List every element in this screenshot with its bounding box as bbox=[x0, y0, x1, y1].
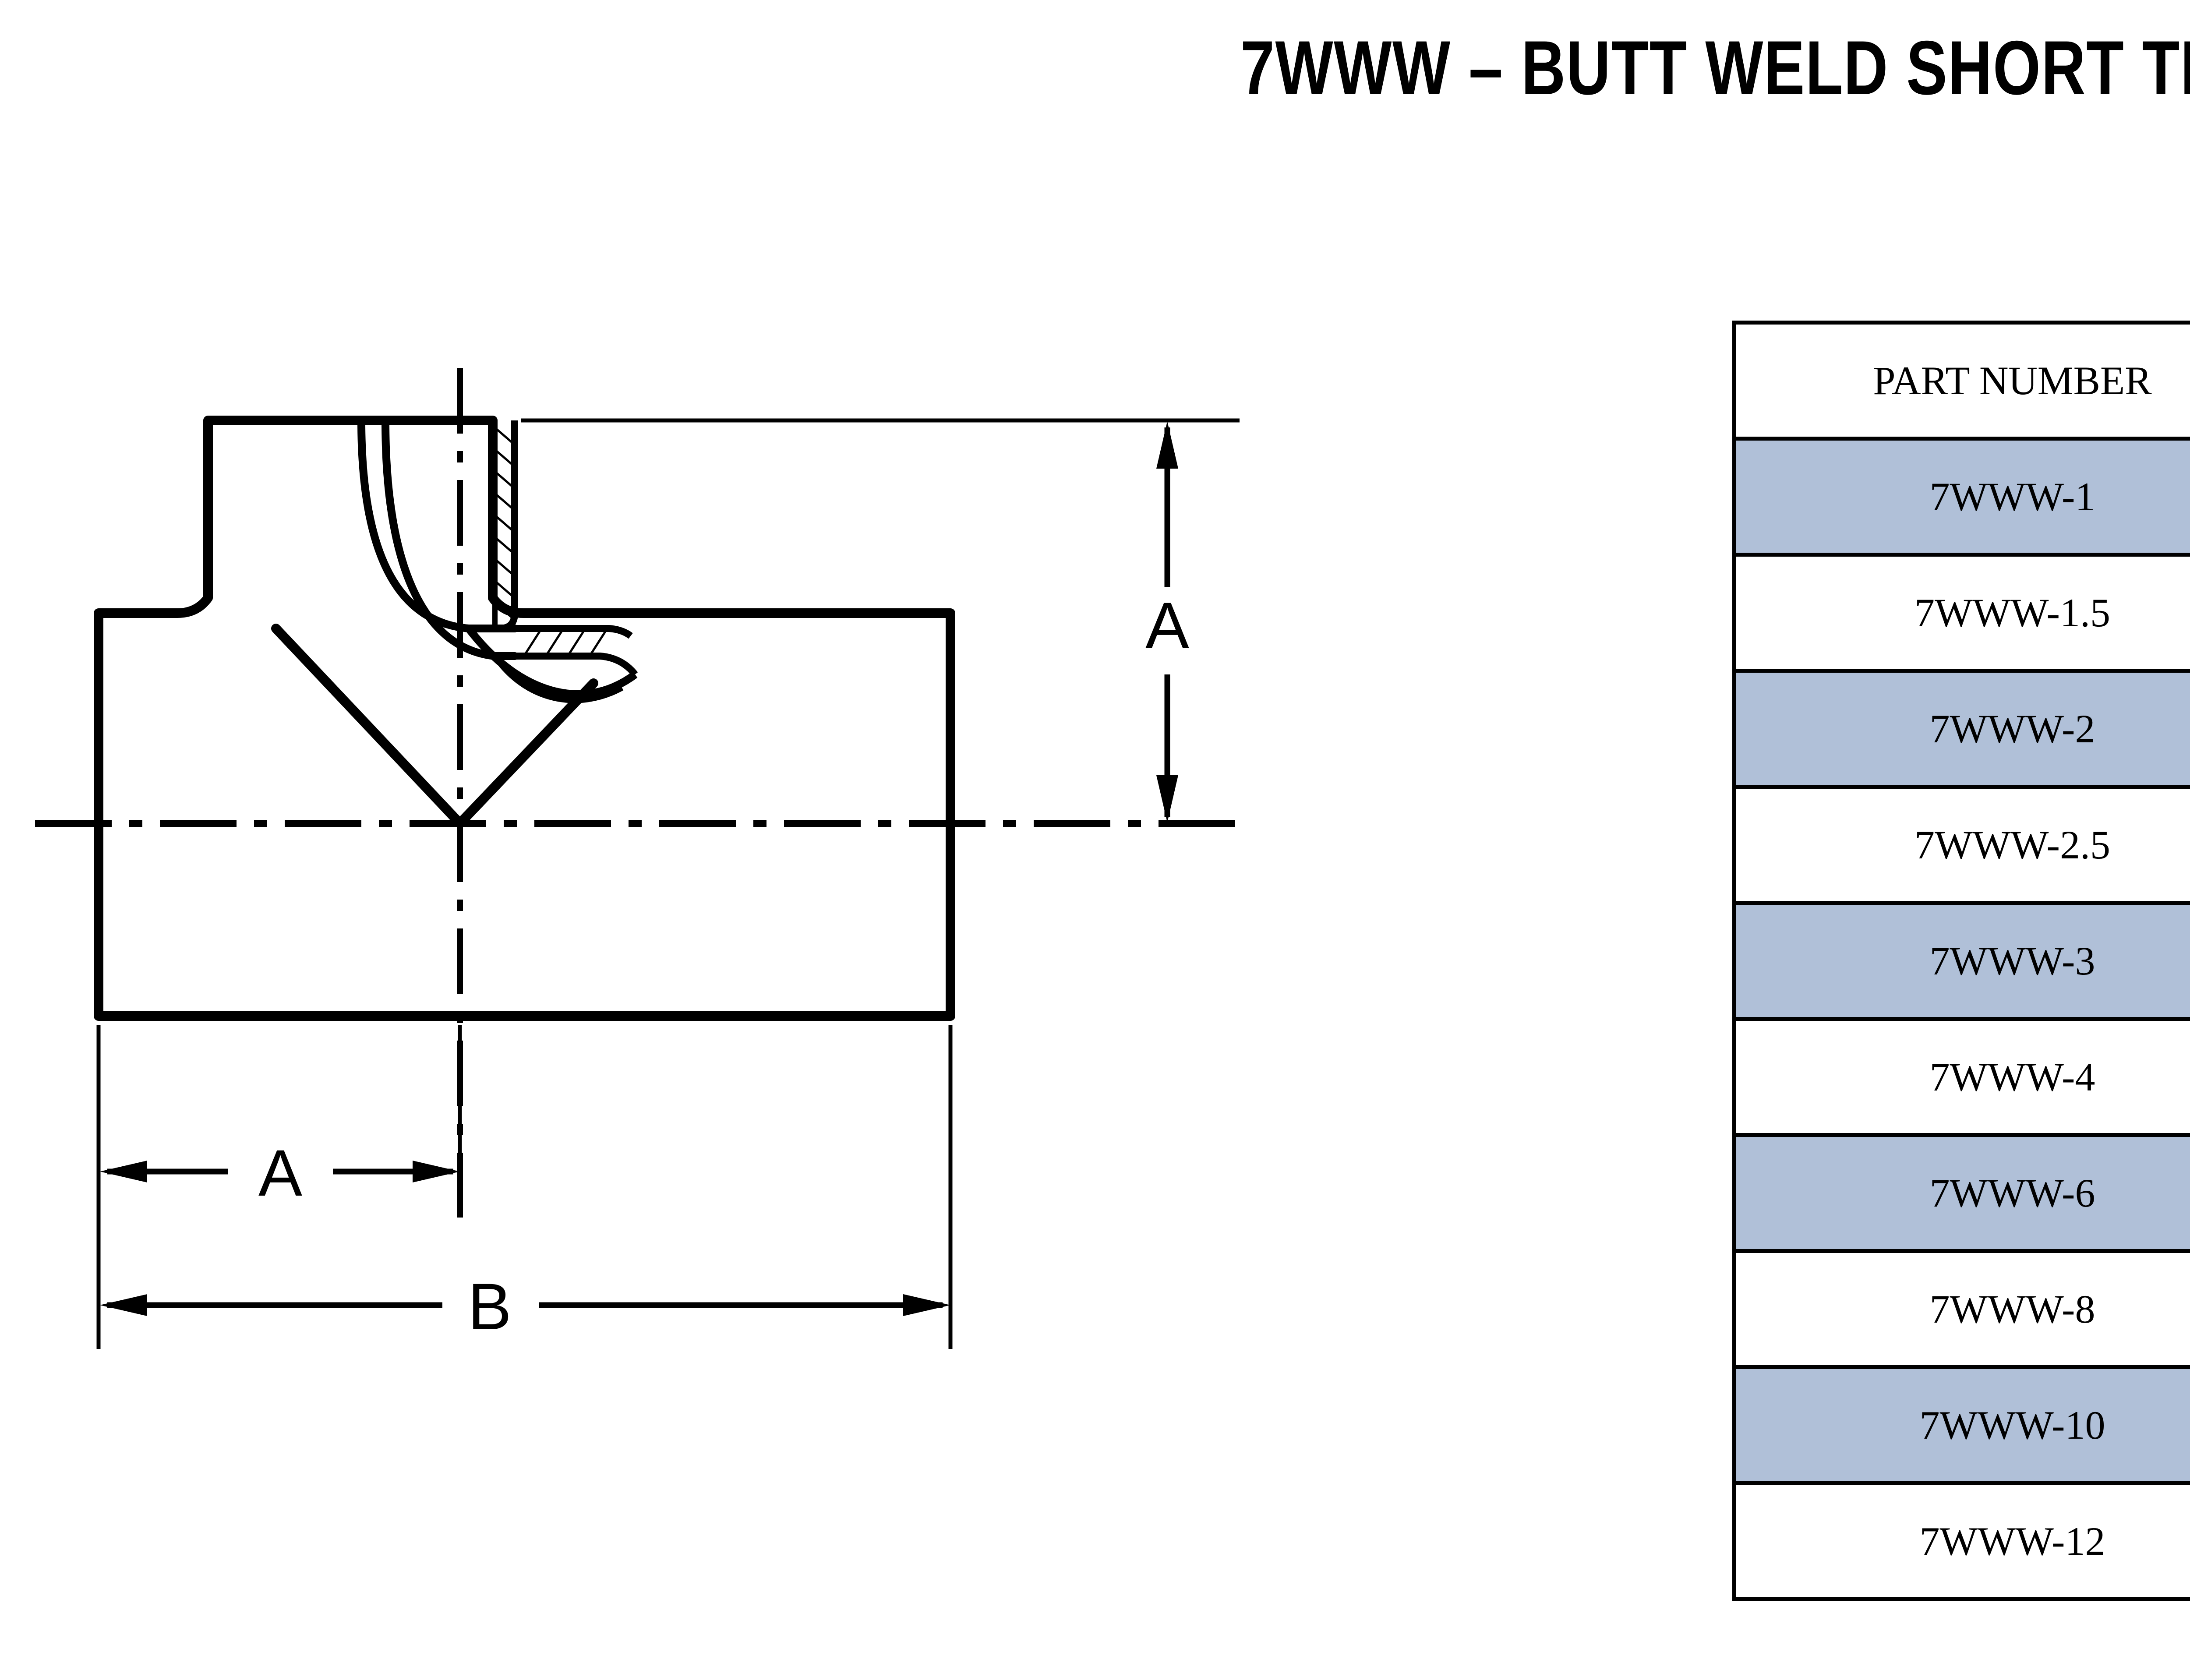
dim-b-label: B bbox=[468, 1270, 512, 1343]
dim-a-arrowhead-up bbox=[1156, 421, 1178, 469]
bore-shoulder-edge-lower bbox=[515, 653, 638, 677]
table-row: 7WWW-443.4386.875 bbox=[1732, 1017, 2190, 1137]
table-row: 7WWW-2.52-1/22.3444.688 bbox=[1732, 785, 2190, 905]
table-row: 7WWW-887.00014.000 bbox=[1732, 1249, 2190, 1369]
header-line-1: PART NUMBER bbox=[1873, 358, 2152, 403]
bore-wall-inner-curve bbox=[381, 416, 519, 660]
table-row: 7WWW-222.0634.125 bbox=[1732, 669, 2190, 789]
technical-drawing: A A B bbox=[0, 342, 1270, 1393]
cell-part-number: 7WWW-1 bbox=[1732, 437, 2190, 557]
bore-shoulder-edge-upper bbox=[515, 625, 633, 639]
table-header-row: PART NUMBER SIZE (inches) A (inches) B (… bbox=[1732, 321, 2190, 441]
table-row: 7WWW-10108.50017.000 bbox=[1732, 1365, 2190, 1485]
dim-b-arrowhead-right bbox=[903, 1294, 950, 1316]
branch-bore-vertical-edge bbox=[499, 420, 518, 632]
table-body: 7WWW-111.1252.2507WWW-1.51-1/21.6563.312… bbox=[1732, 437, 2190, 1601]
weld-v-left-leg bbox=[271, 624, 465, 828]
cell-part-number: 7WWW-10 bbox=[1732, 1365, 2190, 1485]
cell-part-number: 7WWW-8 bbox=[1732, 1249, 2190, 1369]
cell-part-number: 7WWW-4 bbox=[1732, 1017, 2190, 1137]
tee-outer-profile bbox=[94, 416, 955, 1021]
dim-a-arrowhead-left bbox=[100, 1161, 147, 1182]
cell-part-number: 7WWW-6 bbox=[1732, 1133, 2190, 1253]
bore-wall-outer-curve bbox=[357, 416, 519, 632]
cell-part-number: 7WWW-3 bbox=[1732, 901, 2190, 1021]
section-hatch-vertical bbox=[496, 428, 514, 619]
table-row: 7WWW-1.51-1/21.6563.312 bbox=[1732, 553, 2190, 673]
table-row: 7WWW-332.5945.188 bbox=[1732, 901, 2190, 1021]
dim-b-arrowhead-left bbox=[100, 1294, 147, 1316]
dim-a-vertical-label: A bbox=[1145, 589, 1189, 662]
dimensions-table: PART NUMBER SIZE (inches) A (inches) B (… bbox=[1732, 321, 2190, 1601]
page-title: 7WWW – BUTT WELD SHORT TEE bbox=[1240, 25, 2190, 111]
dim-a-arrowhead-right bbox=[413, 1161, 460, 1182]
table-header: PART NUMBER SIZE (inches) A (inches) B (… bbox=[1732, 321, 2190, 441]
section-hatch-horizontal bbox=[524, 631, 607, 654]
bore-fillet-curve-outer bbox=[465, 626, 638, 698]
cell-part-number: 7WWW-12 bbox=[1732, 1481, 2190, 1601]
cell-part-number: 7WWW-2 bbox=[1732, 669, 2190, 789]
cell-part-number: 7WWW-1.5 bbox=[1732, 553, 2190, 673]
tee-cross-section-svg: A A B bbox=[35, 368, 1240, 1349]
cell-part-number: 7WWW-2.5 bbox=[1732, 785, 2190, 905]
column-header-part-number: PART NUMBER bbox=[1732, 321, 2190, 441]
weld-v-right-leg bbox=[455, 678, 598, 828]
table-row: 7WWW-121210.00020.000 bbox=[1732, 1481, 2190, 1601]
table-row: 7WWW-665.62511.250 bbox=[1732, 1133, 2190, 1253]
table-row: 7WWW-111.1252.250 bbox=[1732, 437, 2190, 557]
dim-a-arrowhead-down bbox=[1156, 775, 1178, 822]
dim-a-horizontal-label: A bbox=[258, 1136, 302, 1210]
spec-table-container: PART NUMBER SIZE (inches) A (inches) B (… bbox=[1732, 321, 2190, 1601]
bore-fillet-curve-inner bbox=[492, 654, 624, 703]
